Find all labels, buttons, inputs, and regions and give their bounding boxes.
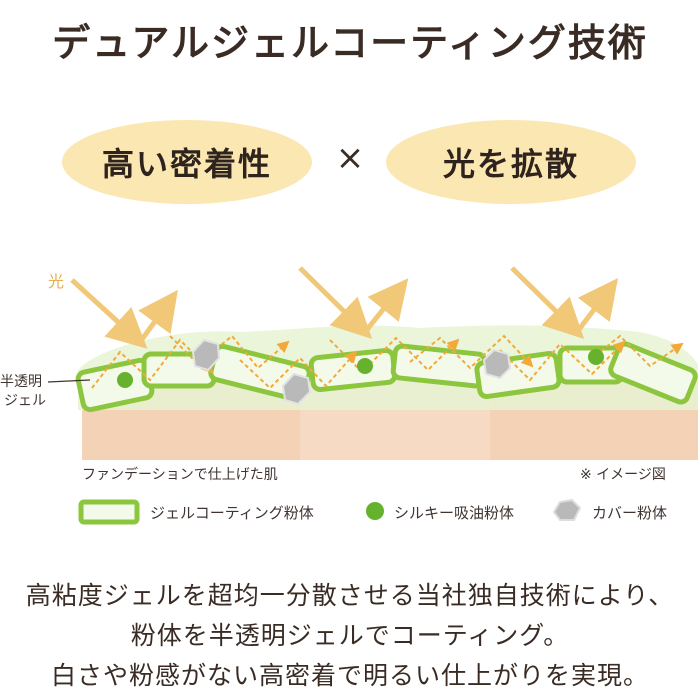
gel-pointer-line: [47, 379, 91, 383]
legend-silky-powder: シルキー吸油粉体: [394, 504, 515, 522]
light-scatter-traces: [91, 334, 684, 390]
description-line-2: 粉体を半透明ジェルでコーティング。: [130, 621, 570, 650]
description-line-1: 高粘度ジェルを超均一分散させる当社独自技術により、: [25, 581, 675, 610]
skin-label: ファンデーションで仕上げた肌: [82, 467, 278, 483]
gel-label-line1: 半透明: [0, 374, 42, 390]
page-title: デュアルジェルコーティング技術: [52, 21, 648, 65]
light-arrows: [70, 266, 619, 349]
feature-light-diffusion-pill: 光を拡散: [386, 120, 636, 204]
feature-adhesion-pill: 高い密着性: [62, 120, 312, 204]
legend-cover-powder: カバー粉体: [592, 504, 668, 522]
coating-diagram: 光: [0, 266, 698, 460]
cover-powder-icon: [552, 498, 582, 521]
cover-powder-hexes: [191, 338, 512, 406]
silky-oil-absorbing-powder-icon: [366, 502, 384, 520]
gel-coated-powder-icon: [78, 499, 140, 525]
legend-gel-coated-powder: ジェルコーティング粉体: [150, 504, 314, 522]
times-symbol: ×: [335, 138, 365, 178]
light-label: 光: [48, 272, 64, 291]
gel-label-line2: ジェル: [4, 393, 46, 409]
silky-powder-dots: [117, 349, 604, 388]
description-line-3: 白さや粉感がない高密着で明るい仕上がりを実現。: [50, 661, 649, 690]
image-note: ※ イメージ図: [580, 467, 666, 483]
